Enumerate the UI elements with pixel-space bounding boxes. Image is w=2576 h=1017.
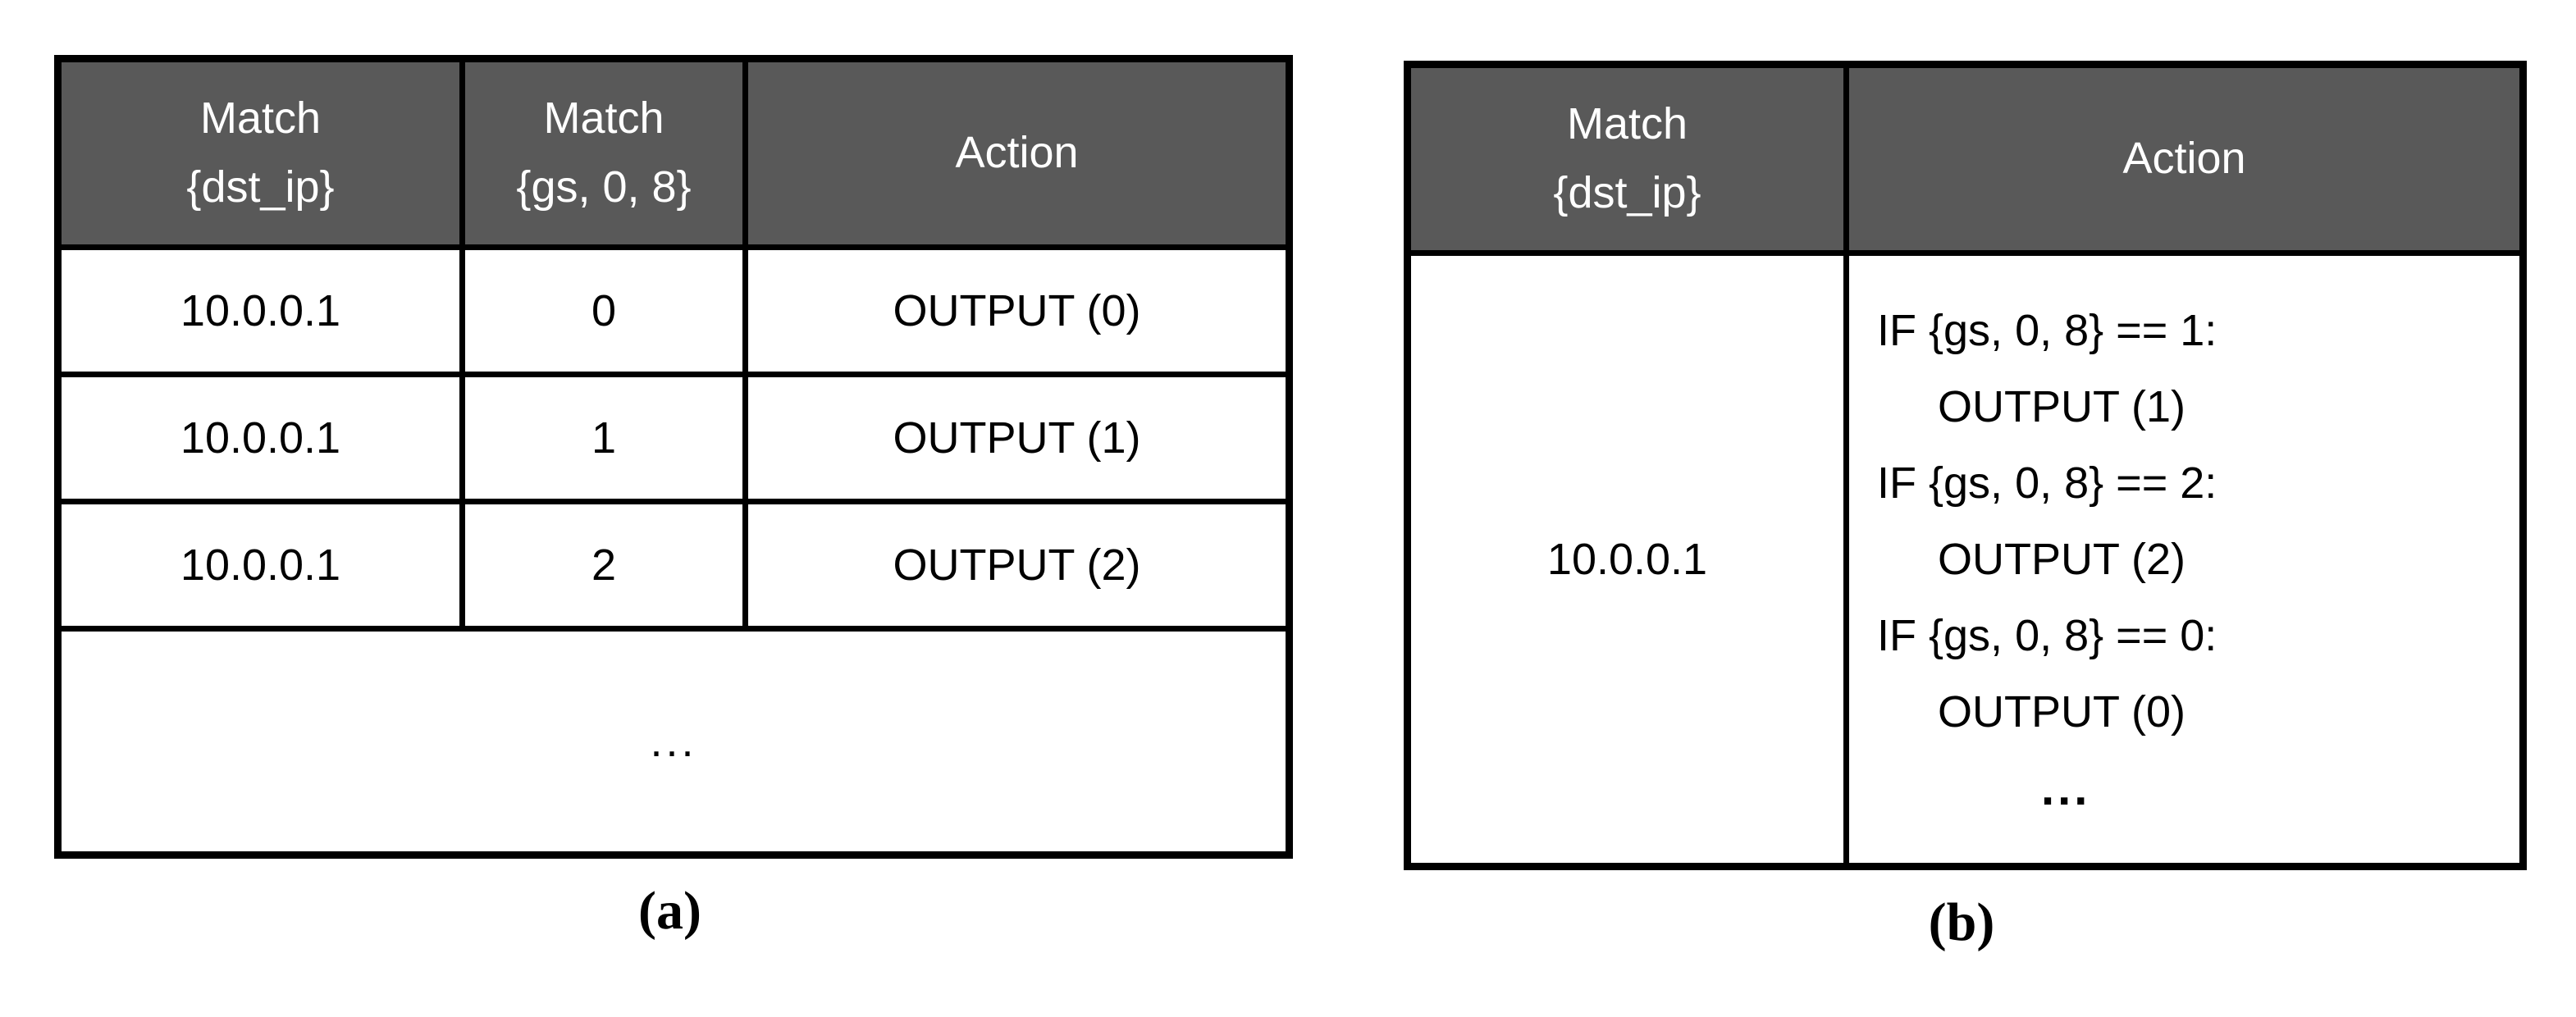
panel-a: Match {dst_ip} Match {gs, 0, 8} Action 1… — [54, 55, 1293, 942]
action-line-if: IF {gs, 0, 8} == 0: — [1877, 610, 2217, 660]
table-row: 10.0.0.1 1 OUTPUT (1) — [55, 372, 1292, 504]
table-b-header-row: Match {dst_ip} Action — [1404, 62, 2526, 256]
cell-dst-ip: 10.0.0.1 — [55, 244, 465, 377]
cell-dst-ip: 10.0.0.1 — [1404, 250, 1849, 869]
flow-table-a: Match {dst_ip} Match {gs, 0, 8} Action 1… — [54, 55, 1293, 859]
ellipsis-row: ... — [55, 626, 1292, 858]
action-line-ellipsis: ... — [2041, 761, 2091, 815]
header-cell-action: Action — [742, 56, 1292, 250]
ellipsis-cell: ... — [55, 626, 1292, 858]
table-row: 10.0.0.1 2 OUTPUT (2) — [55, 499, 1292, 632]
table-row: 10.0.0.1 IF {gs, 0, 8} == 1: OUTPUT (1) … — [1404, 250, 2526, 869]
header-cell-match-gs: Match {gs, 0, 8} — [459, 56, 748, 250]
action-line-output: OUTPUT (0) — [1938, 686, 2186, 737]
cell-gs-value: 2 — [459, 499, 748, 632]
cell-dst-ip: 10.0.0.1 — [55, 372, 465, 504]
cell-action: OUTPUT (2) — [742, 499, 1292, 632]
action-line-output: OUTPUT (1) — [1938, 381, 2186, 431]
cell-action: OUTPUT (1) — [742, 372, 1292, 504]
panel-b: Match {dst_ip} Action 10.0.0.1 IF {gs, 0… — [1404, 61, 2527, 954]
action-line-if: IF {gs, 0, 8} == 2: — [1877, 458, 2217, 508]
table-a-header-row: Match {dst_ip} Match {gs, 0, 8} Action — [55, 56, 1292, 250]
caption-a: (a) — [638, 881, 701, 941]
action-line-if: IF {gs, 0, 8} == 1: — [1877, 305, 2217, 355]
action-line-output: OUTPUT (2) — [1938, 534, 2186, 584]
cell-gs-value: 1 — [459, 372, 748, 504]
flow-table-b: Match {dst_ip} Action 10.0.0.1 IF {gs, 0… — [1404, 61, 2527, 870]
cell-dst-ip: 10.0.0.1 — [55, 499, 465, 632]
table-row: 10.0.0.1 0 OUTPUT (0) — [55, 244, 1292, 377]
header-cell-match-dstip: Match {dst_ip} — [1404, 62, 1849, 256]
caption-b: (b) — [1928, 892, 1995, 952]
header-cell-match-dstip: Match {dst_ip} — [55, 56, 465, 250]
cell-gs-value: 0 — [459, 244, 748, 377]
header-cell-action: Action — [1843, 62, 2526, 256]
cell-action-program: IF {gs, 0, 8} == 1: OUTPUT (1) IF {gs, 0… — [1843, 250, 2526, 869]
cell-action: OUTPUT (0) — [742, 244, 1292, 377]
